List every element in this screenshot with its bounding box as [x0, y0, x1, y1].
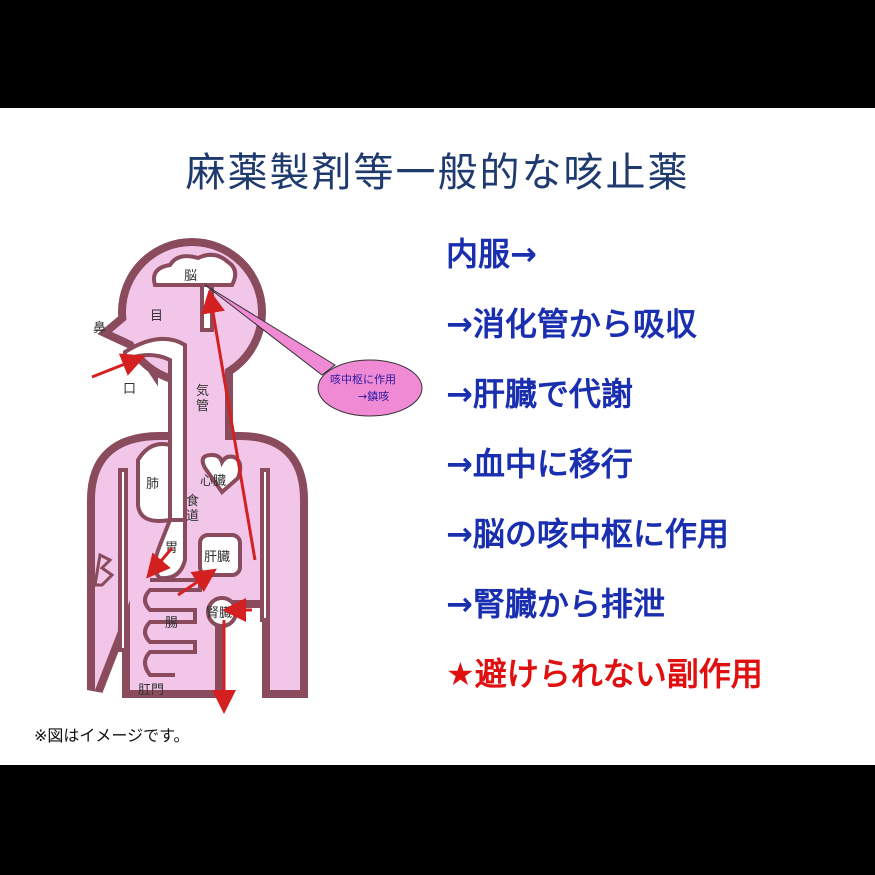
- label-heart: 心臓: [200, 474, 226, 489]
- arrow-intake: [91, 353, 146, 379]
- label-kidney: 腎臓: [206, 606, 232, 621]
- step-item: →血中に移行: [446, 445, 633, 483]
- label-eye: 目: [150, 309, 163, 324]
- arrow-liver: [177, 568, 217, 597]
- label-lung: 肺: [146, 477, 159, 492]
- callout-text-2: →鎮咳: [358, 389, 389, 403]
- spinal-cord: [200, 283, 214, 332]
- step-item: →肝臓で代謝: [446, 375, 633, 413]
- callout-pointer: [204, 284, 336, 376]
- image-disclaimer: ※図はイメージです。: [34, 726, 190, 745]
- step-item: 内服→: [446, 235, 537, 273]
- step-item: →腎臓から排泄: [446, 585, 665, 623]
- label-trachea-2: 管: [196, 399, 209, 414]
- label-nose: 鼻: [93, 320, 106, 336]
- label-mouth: 口: [123, 382, 136, 397]
- arrow-brain: [201, 289, 257, 561]
- callout-text-1: 咳中枢に作用: [330, 372, 396, 386]
- drug-path-arrows: [91, 289, 257, 714]
- brain-organ: [152, 252, 238, 287]
- label-brain: 脳: [184, 269, 197, 284]
- slide-title: 麻薬製剤等一般的な咳止薬: [185, 150, 690, 196]
- liver-organ: [198, 533, 242, 577]
- callout-bubble: [317, 359, 423, 417]
- arrow-stomach: [146, 547, 174, 579]
- label-anus: 肛門: [138, 683, 164, 698]
- label-liver: 肝臓: [204, 550, 230, 565]
- label-esophagus-2: 道: [186, 509, 199, 524]
- blood-vessel-left: [118, 468, 128, 652]
- step-item: →脳の咳中枢に作用: [446, 515, 729, 553]
- blood-vessel-right: [260, 468, 270, 622]
- steps-list: 内服→ →消化管から吸収 →肝臓で代謝 →血中に移行 →脳の咳中枢に作用 →腎臓…: [446, 232, 763, 722]
- side-effect-warning: ★避けられない副作用: [446, 655, 763, 693]
- hand-shape: [93, 552, 115, 587]
- label-trachea-1: 気: [196, 383, 209, 399]
- intestine-organ: [143, 578, 202, 677]
- label-intestine: 腸: [165, 616, 178, 631]
- step-item: →消化管から吸収: [446, 305, 697, 343]
- label-esophagus-1: 食: [186, 493, 199, 509]
